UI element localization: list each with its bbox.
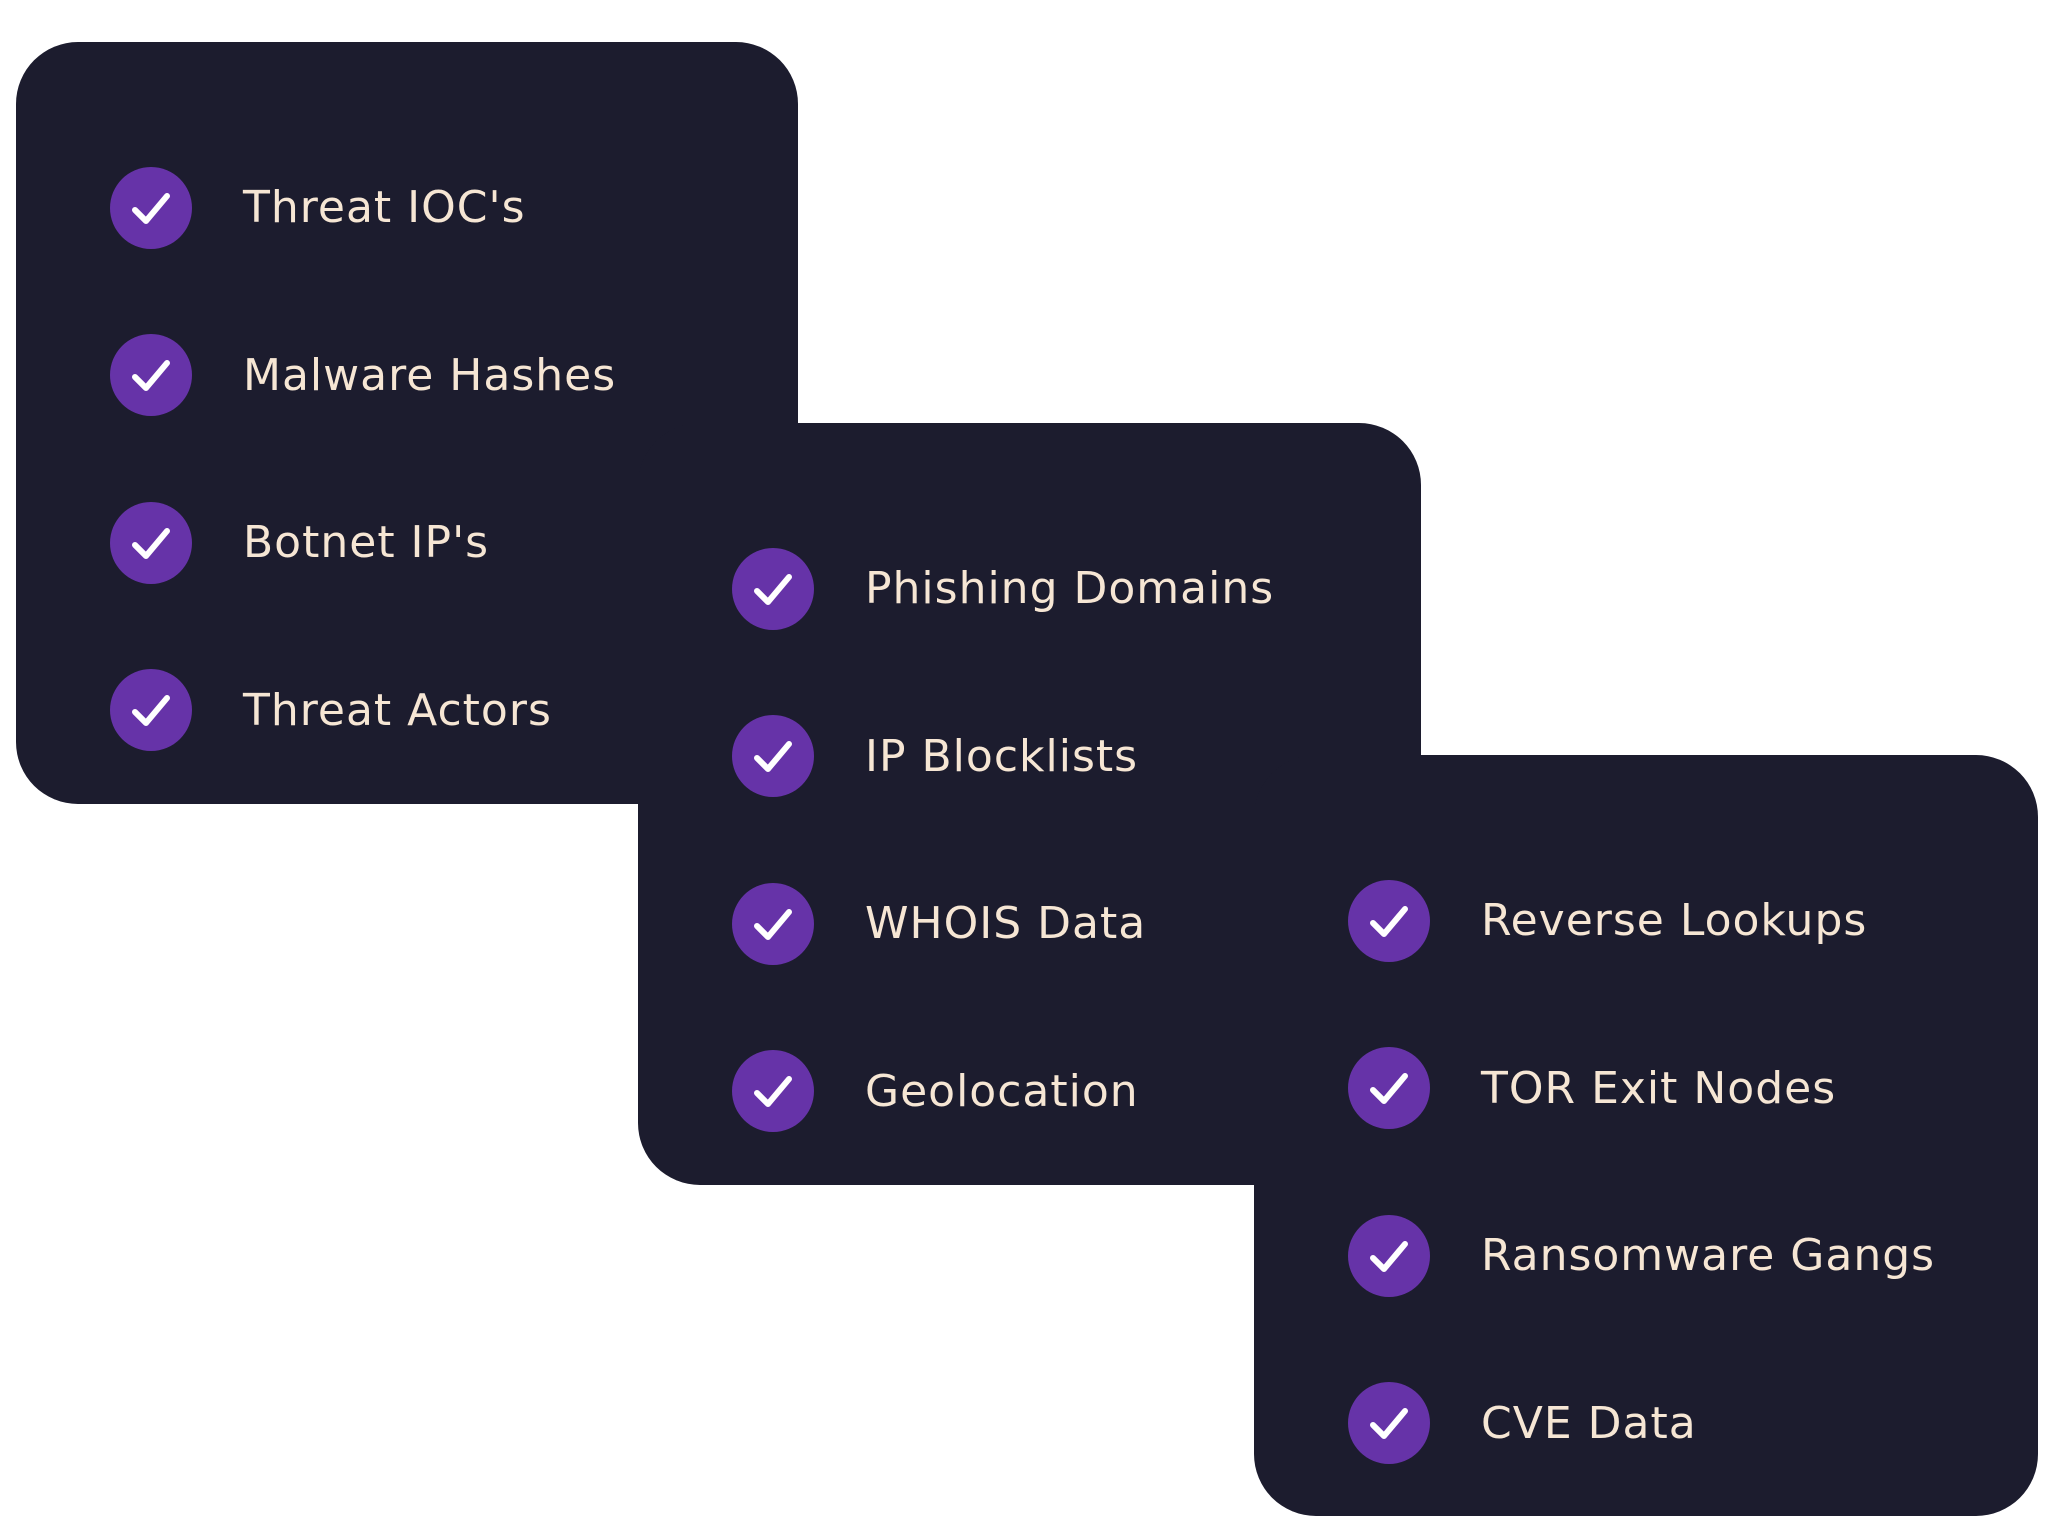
feature-list: Reverse Lookups TOR Exit Nodes Ransomwar… [1348,837,1935,1507]
list-item: Threat IOC's [110,124,616,292]
list-item: Malware Hashes [110,292,616,460]
feature-card-3: Reverse Lookups TOR Exit Nodes Ransomwar… [1254,755,2038,1516]
check-icon [1348,879,1430,962]
item-label: Phishing Domains [865,563,1275,615]
check-icon [1348,1382,1430,1465]
item-label: TOR Exit Nodes [1481,1062,1837,1114]
list-item: Reverse Lookups [1348,837,1935,1005]
check-icon [732,1050,814,1133]
feature-list: Threat IOC's Malware Hashes Botnet IP's … [110,124,616,794]
item-label: WHOIS Data [865,898,1147,950]
check-icon [1348,1047,1430,1130]
list-item: Botnet IP's [110,459,616,627]
list-item: Phishing Domains [732,505,1274,673]
item-label: Threat Actors [243,684,552,736]
list-item: CVE Data [1348,1340,1935,1508]
check-icon [110,669,192,752]
list-item: Geolocation [732,1008,1274,1176]
feature-card-1: Threat IOC's Malware Hashes Botnet IP's … [16,42,798,804]
list-item: Threat Actors [110,627,616,795]
item-label: Ransomware Gangs [1481,1230,1936,1282]
item-label: Malware Hashes [243,349,617,401]
list-item: WHOIS Data [732,840,1274,1008]
check-icon [1348,1214,1430,1297]
list-item: IP Blocklists [732,673,1274,841]
check-icon [732,547,814,630]
check-icon [110,334,192,417]
item-label: Threat IOC's [243,182,526,234]
item-label: CVE Data [1481,1397,1697,1449]
check-icon [732,882,814,965]
list-item: TOR Exit Nodes [1348,1005,1935,1173]
list-item: Ransomware Gangs [1348,1172,1935,1340]
item-label: Geolocation [865,1065,1139,1117]
check-icon [110,166,192,249]
check-icon [732,715,814,798]
item-label: IP Blocklists [865,730,1139,782]
item-label: Botnet IP's [243,517,490,569]
feature-list: Phishing Domains IP Blocklists WHOIS Dat… [732,505,1274,1175]
item-label: Reverse Lookups [1481,895,1868,947]
check-icon [110,501,192,584]
